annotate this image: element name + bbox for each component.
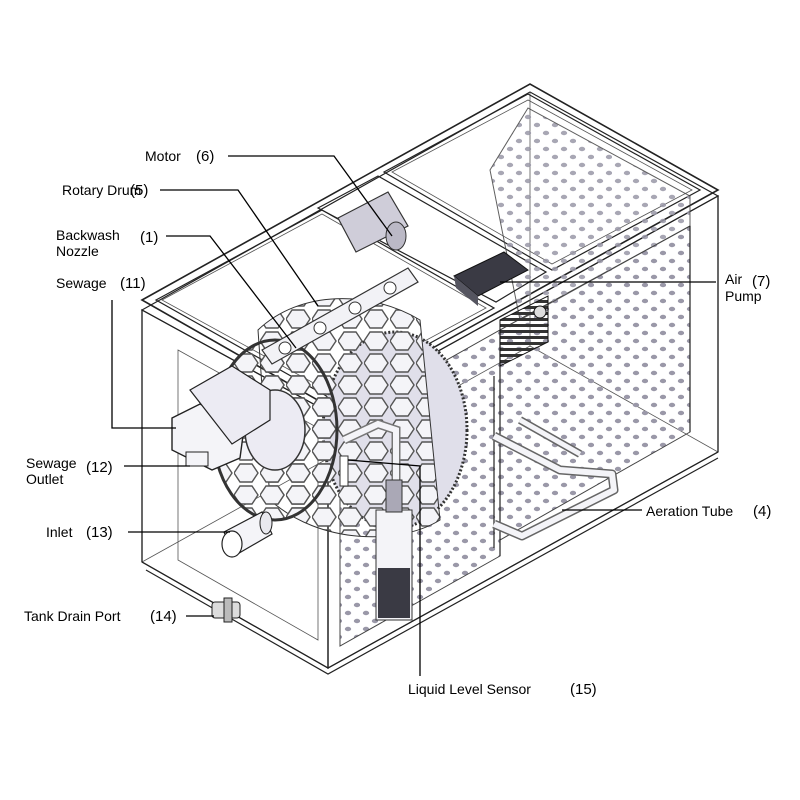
leader-liquid-level-sensor [347, 459, 421, 676]
label-rotary-drum-num: (5) [130, 182, 148, 199]
label-inlet-num: (13) [86, 524, 113, 541]
label-liquid-level-sensor-num: (15) [570, 681, 597, 698]
sewage-outlet-stub [185, 451, 209, 467]
air-pump-drawing [453, 251, 549, 367]
label-sewage-num: (11) [120, 275, 146, 292]
label-backwash-line2: Nozzle [56, 243, 99, 259]
label-sewage-outlet-num: (12) [86, 459, 113, 476]
label-backwash-nozzle: Backwash Nozzle (1) [56, 227, 158, 259]
label-inlet-name: Inlet [46, 524, 73, 540]
tank-drain-port [211, 597, 241, 623]
label-liquid-level-sensor-name: Liquid Level Sensor [408, 681, 531, 697]
label-liquid-level-sensor: Liquid Level Sensor (15) [408, 681, 597, 698]
backwash-nozzle-drawing [261, 267, 419, 365]
label-aeration-tube-num: (4) [753, 503, 771, 520]
label-aeration-tube-name: Aeration Tube [646, 503, 733, 519]
label-air-pump: Air Pump (7) [725, 271, 770, 304]
panel-back [489, 107, 691, 321]
label-rotary-drum-name: Rotary Drum [62, 182, 141, 198]
label-backwash-num: (1) [140, 229, 158, 246]
label-backwash-line1: Backwash [56, 227, 120, 243]
leader-motor [228, 155, 393, 237]
sensor-drawing [339, 455, 413, 621]
label-tank-drain-port-num: (14) [150, 608, 177, 625]
label-inlet: Inlet (13) [46, 524, 113, 541]
label-sewage: Sewage (11) [56, 275, 146, 292]
label-sewage-outlet-line1: Sewage [26, 455, 77, 471]
leader-backwash-nozzle [166, 235, 297, 349]
label-air-pump-line1: Air [725, 271, 742, 287]
label-sewage-outlet: Sewage Outlet (12) [26, 455, 113, 487]
label-rotary-drum: Rotary Drum (5) [62, 182, 148, 199]
label-motor-name: Motor [145, 148, 181, 164]
inlet-pipe [221, 511, 273, 558]
aeration-tube-drawing [491, 416, 619, 541]
compartment-biofilter-top [382, 93, 702, 271]
label-air-pump-num: (7) [752, 273, 770, 290]
label-air-pump-line2: Pump [725, 288, 762, 304]
label-aeration-tube: Aeration Tube (4) [646, 503, 771, 520]
label-sewage-name: Sewage [56, 275, 107, 291]
leader-rotary-drum [160, 189, 319, 307]
leader-lines [111, 155, 716, 676]
motor-drawing [337, 191, 409, 253]
label-sewage-outlet-line2: Outlet [26, 471, 63, 487]
label-tank-drain-port: Tank Drain Port (14) [24, 608, 177, 625]
label-motor: Motor (6) [145, 148, 214, 165]
label-tank-drain-port-name: Tank Drain Port [24, 608, 121, 624]
leader-sewage [111, 300, 176, 429]
label-motor-num: (6) [196, 148, 214, 165]
